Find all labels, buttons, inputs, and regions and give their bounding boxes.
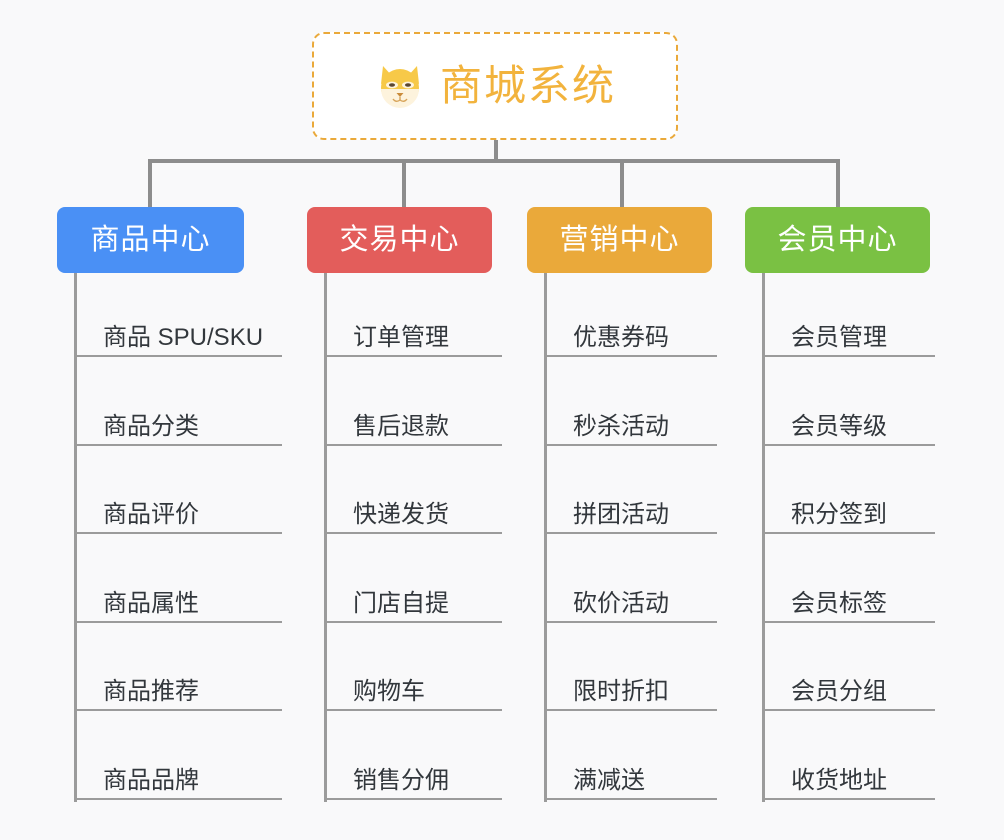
leaf-item[interactable]: 商品推荐 (77, 627, 282, 711)
leaf-item-label: 优惠券码 (573, 324, 669, 351)
leaf-item[interactable]: 会员等级 (765, 362, 935, 446)
connector-horizontal-bus (148, 159, 840, 163)
category-label: 会员中心 (777, 223, 898, 256)
leaf-item-label: 砍价活动 (573, 589, 669, 617)
leaf-column-2: 订单管理售后退款快递发货门店自提购物车销售分佣 (324, 273, 502, 802)
leaf-item-label: 限时折扣 (573, 678, 669, 705)
leaf-item[interactable]: 商品属性 (77, 539, 282, 623)
leaf-item-label: 订单管理 (353, 324, 449, 351)
category-box-2[interactable]: 交易中心 (307, 207, 492, 273)
leaf-column-4: 会员管理会员等级积分签到会员标签会员分组收货地址 (762, 273, 935, 802)
leaf-item-label: 商品推荐 (103, 678, 199, 705)
leaf-item[interactable]: 收货地址 (765, 716, 935, 800)
connector-drop-2 (402, 159, 406, 207)
leaf-item-label: 购物车 (353, 678, 425, 705)
leaf-item[interactable]: 销售分佣 (327, 716, 502, 800)
leaf-item[interactable]: 订单管理 (327, 273, 502, 357)
leaf-column-1: 商品 SPU/SKU 商品分类商品评价商品属性商品推荐商品品牌 (74, 273, 282, 802)
category-label: 营销中心 (559, 223, 680, 256)
leaf-item[interactable]: 会员标签 (765, 539, 935, 623)
category-box-3[interactable]: 营销中心 (527, 207, 712, 273)
leaf-item[interactable]: 会员管理 (765, 273, 935, 357)
leaf-item[interactable]: 优惠券码 (547, 273, 717, 357)
leaf-item-label: 收货地址 (791, 766, 887, 794)
leaf-item[interactable]: 商品品牌 (77, 716, 282, 800)
leaf-item-label: 商品 SPU/SKU (103, 324, 264, 351)
leaf-item[interactable]: 砍价活动 (547, 539, 717, 623)
leaf-item-label: 快递发货 (353, 501, 449, 528)
leaf-item-label: 商品评价 (103, 501, 199, 528)
branch-spine (762, 273, 765, 802)
leaf-item[interactable]: 商品分类 (77, 362, 282, 446)
connector-drop-1 (148, 159, 152, 207)
leaf-item[interactable]: 商品 SPU/SKU (77, 273, 282, 357)
leaf-item[interactable]: 限时折扣 (547, 627, 717, 711)
leaf-item-label: 秒杀活动 (573, 412, 669, 440)
leaf-item-label: 拼团活动 (573, 501, 669, 528)
leaf-item[interactable]: 满减送 (547, 716, 717, 800)
leaf-item-label: 满减送 (573, 766, 645, 794)
leaf-item[interactable]: 商品评价 (77, 450, 282, 534)
leaf-item-label: 会员标签 (791, 589, 887, 617)
branch-spine (74, 273, 77, 802)
connector-drop-4 (836, 159, 840, 207)
category-box-1[interactable]: 商品中心 (57, 207, 244, 273)
leaf-item[interactable]: 秒杀活动 (547, 362, 717, 446)
leaf-item-label: 销售分佣 (353, 766, 449, 794)
category-label: 商品中心 (90, 223, 211, 256)
branch-spine (324, 273, 327, 802)
leaf-item[interactable]: 门店自提 (327, 539, 502, 623)
root-node[interactable]: 商城系统 (312, 32, 678, 140)
root-title: 商城系统 (439, 62, 616, 109)
leaf-item[interactable]: 快递发货 (327, 450, 502, 534)
leaf-item-label: 积分签到 (791, 501, 887, 528)
leaf-item[interactable]: 积分签到 (765, 450, 935, 534)
leaf-column-3: 优惠券码秒杀活动拼团活动砍价活动限时折扣满减送 (544, 273, 717, 802)
shiba-dog-icon (374, 60, 426, 112)
leaf-item-label: 商品属性 (103, 589, 199, 617)
branch-spine (544, 273, 547, 802)
connector-root-stem (494, 140, 498, 163)
leaf-item[interactable]: 会员分组 (765, 627, 935, 711)
leaf-item-label: 会员等级 (791, 412, 887, 440)
leaf-item[interactable]: 购物车 (327, 627, 502, 711)
leaf-item[interactable]: 拼团活动 (547, 450, 717, 534)
leaf-item-label: 商品分类 (103, 412, 199, 440)
leaf-item-label: 会员分组 (791, 678, 887, 705)
leaf-item[interactable]: 售后退款 (327, 362, 502, 446)
leaf-item-label: 门店自提 (353, 589, 449, 617)
category-box-4[interactable]: 会员中心 (745, 207, 930, 273)
leaf-item-label: 会员管理 (791, 324, 887, 351)
leaf-item-label: 商品品牌 (103, 766, 199, 794)
leaf-item-label: 售后退款 (353, 412, 449, 440)
category-label: 交易中心 (339, 223, 460, 256)
connector-drop-3 (620, 159, 624, 207)
